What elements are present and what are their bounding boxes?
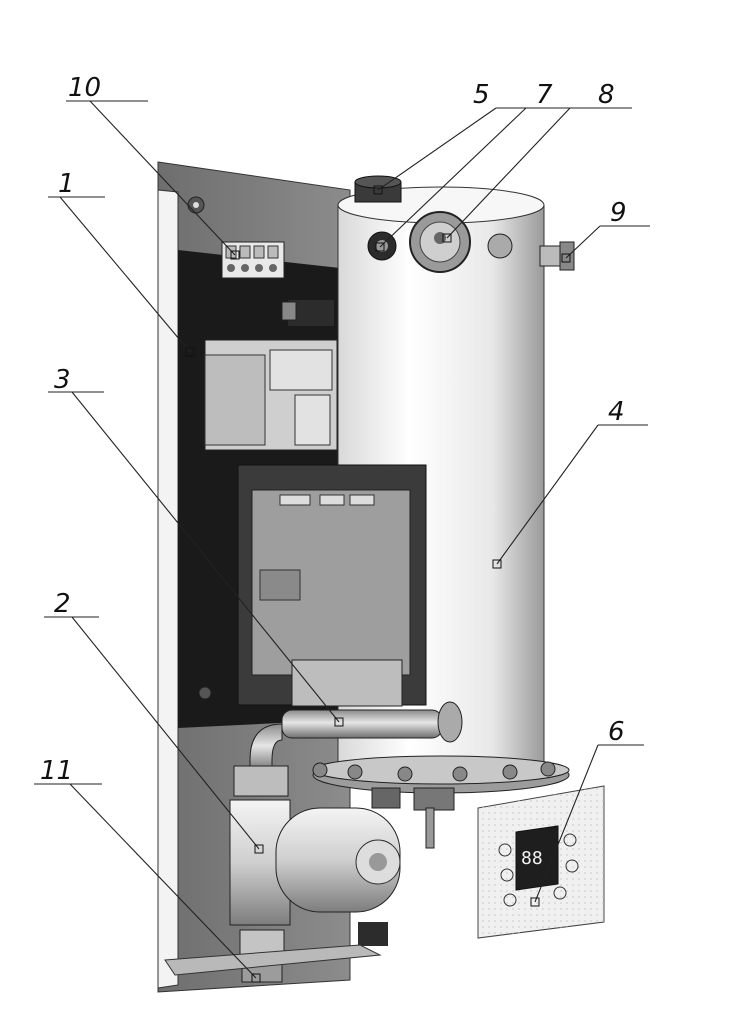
callout-number-11: 11 xyxy=(40,756,73,786)
panel-button xyxy=(498,843,512,857)
panel-button xyxy=(503,893,517,907)
panel-button xyxy=(565,859,579,873)
callout-number-6: 6 xyxy=(608,717,625,747)
panel-display-digits: 88 xyxy=(521,848,543,869)
callout-number-3: 3 xyxy=(54,365,71,395)
panel-button xyxy=(563,833,577,847)
control-panel: 88 xyxy=(477,785,605,939)
control-board xyxy=(237,464,427,707)
panel-button xyxy=(500,868,514,882)
callout-number-2: 2 xyxy=(54,589,71,619)
circulation-pump xyxy=(229,765,401,983)
callout-number-9: 9 xyxy=(610,198,627,228)
terminal-block xyxy=(221,241,285,279)
callout-number-4: 4 xyxy=(608,397,625,427)
bottom-bracket xyxy=(164,944,382,976)
panel-button xyxy=(553,886,567,900)
callout-number-7: 7 xyxy=(536,80,553,110)
callout-number-8: 8 xyxy=(598,80,615,110)
contactor-relay-block xyxy=(204,300,395,455)
callout-markers xyxy=(185,185,571,983)
callout-number-5: 5 xyxy=(473,80,490,110)
callout-number-1: 1 xyxy=(58,169,75,199)
callout-number-10: 10 xyxy=(68,73,101,103)
leader-lines xyxy=(34,100,650,979)
